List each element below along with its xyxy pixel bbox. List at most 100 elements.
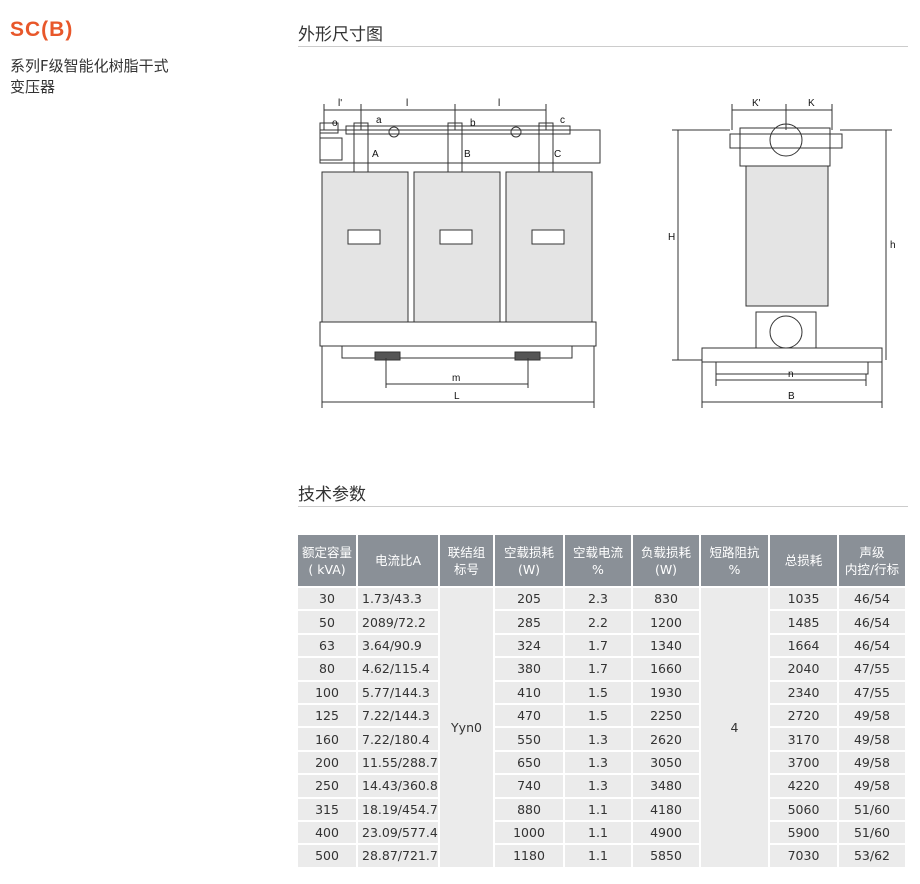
table-cell: 500 bbox=[298, 845, 356, 867]
table-cell: 740 bbox=[495, 775, 563, 797]
table-cell: 1.7 bbox=[565, 634, 631, 657]
front-view: l' l l o a b c A B C m L bbox=[319, 98, 601, 408]
table-cell: 3480 bbox=[633, 775, 699, 797]
table-cell: 14.43/360.8 bbox=[358, 775, 438, 797]
header-text: 声级 bbox=[859, 544, 885, 560]
table-cell: 7.22/180.4 bbox=[358, 728, 438, 750]
label-K-prime: K' bbox=[752, 98, 761, 109]
table-cell: 324 bbox=[495, 634, 563, 657]
table-cell: Yyn0 bbox=[440, 588, 493, 867]
table-cell: 285 bbox=[495, 611, 563, 633]
product-title: SC(B) bbox=[10, 18, 74, 41]
table-cell: 250 bbox=[298, 775, 356, 797]
header-text: 负载损耗 bbox=[640, 544, 691, 560]
table-cell: 410 bbox=[495, 681, 563, 703]
label-B: B bbox=[464, 149, 471, 160]
product-subtitle: 系列F级智能化树脂干式变压器 bbox=[10, 56, 240, 98]
table-cell: 550 bbox=[495, 728, 563, 750]
table-cell: 49/58 bbox=[839, 704, 905, 727]
column-header: 电流比A bbox=[358, 535, 438, 586]
header-text: (W) bbox=[654, 561, 678, 577]
column-header: 空载损耗(W) bbox=[495, 535, 563, 586]
table-cell: 4.62/115.4 bbox=[358, 658, 438, 680]
table-cell: 880 bbox=[495, 798, 563, 820]
table-cell: 380 bbox=[495, 658, 563, 680]
column-header: 负载损耗(W) bbox=[633, 535, 699, 586]
column-header: 短路阻抗% bbox=[701, 535, 768, 586]
table-cell: 3700 bbox=[770, 751, 837, 774]
table-cell: 30 bbox=[298, 588, 356, 610]
table-cell: 2250 bbox=[633, 704, 699, 727]
table-cell: 1.5 bbox=[565, 681, 631, 703]
label-m: m bbox=[452, 373, 460, 384]
table-cell: 47/55 bbox=[839, 681, 905, 703]
table-cell: 1.3 bbox=[565, 775, 631, 797]
divider bbox=[298, 46, 908, 47]
label-L: L bbox=[454, 391, 460, 402]
table-cell: 1664 bbox=[770, 634, 837, 657]
header-text: 总损耗 bbox=[784, 553, 823, 568]
label-o: o bbox=[332, 118, 338, 129]
label-h: h bbox=[890, 240, 896, 251]
header-text: 标号 bbox=[453, 561, 479, 577]
label-l-prime: l' bbox=[338, 98, 342, 109]
label-c: c bbox=[560, 115, 565, 126]
table-cell: 4 bbox=[701, 588, 768, 867]
table-cell: 205 bbox=[495, 588, 563, 610]
table-cell: 2720 bbox=[770, 704, 837, 727]
table-cell: 2340 bbox=[770, 681, 837, 703]
table-cell: 1200 bbox=[633, 611, 699, 633]
table-cell: 1.1 bbox=[565, 821, 631, 844]
table-cell: 47/55 bbox=[839, 658, 905, 680]
header-text: 空载电流 bbox=[572, 544, 623, 560]
header-text: % bbox=[728, 561, 741, 577]
table-cell: 18.19/454.7 bbox=[358, 798, 438, 820]
table-cell: 51/60 bbox=[839, 798, 905, 820]
label-A: A bbox=[372, 149, 379, 160]
header-text: % bbox=[592, 561, 604, 577]
table-cell: 4180 bbox=[633, 798, 699, 820]
label-K: K bbox=[808, 98, 815, 109]
header-text: ( kVA) bbox=[308, 561, 346, 577]
table-cell: 1485 bbox=[770, 611, 837, 633]
table-cell: 830 bbox=[633, 588, 699, 610]
table-cell: 125 bbox=[298, 704, 356, 727]
table-cell: 1.5 bbox=[565, 704, 631, 727]
label-b: b bbox=[470, 118, 476, 129]
table-cell: 4900 bbox=[633, 821, 699, 844]
column-header: 空载电流% bbox=[565, 535, 631, 586]
subtitle-line-1: 系列F级智能化树脂干式 bbox=[10, 57, 169, 75]
table-cell: 1000 bbox=[495, 821, 563, 844]
table-cell: 7030 bbox=[770, 845, 837, 867]
parameters-heading: 技术参数 bbox=[298, 485, 366, 505]
column-header: 额定容量( kVA) bbox=[298, 535, 356, 586]
table-cell: 1.1 bbox=[565, 798, 631, 820]
table-cell: 1180 bbox=[495, 845, 563, 867]
label-l1: l bbox=[406, 98, 408, 109]
subtitle-line-2: 变压器 bbox=[10, 78, 56, 96]
table-cell: 2.3 bbox=[565, 588, 631, 610]
table-cell: 1.1 bbox=[565, 845, 631, 867]
table-cell: 1.3 bbox=[565, 728, 631, 750]
divider bbox=[298, 506, 908, 507]
column-header: 联结组标号 bbox=[440, 535, 493, 586]
table-cell: 1.3 bbox=[565, 751, 631, 774]
table-cell: 5850 bbox=[633, 845, 699, 867]
table-cell: 63 bbox=[298, 634, 356, 657]
table-cell: 200 bbox=[298, 751, 356, 774]
table-cell: 46/54 bbox=[839, 588, 905, 610]
table-cell: 23.09/577.4 bbox=[358, 821, 438, 844]
table-cell: 51/60 bbox=[839, 821, 905, 844]
table-cell: 1035 bbox=[770, 588, 837, 610]
dimensions-heading: 外形尺寸图 bbox=[298, 25, 383, 45]
table-cell: 4220 bbox=[770, 775, 837, 797]
